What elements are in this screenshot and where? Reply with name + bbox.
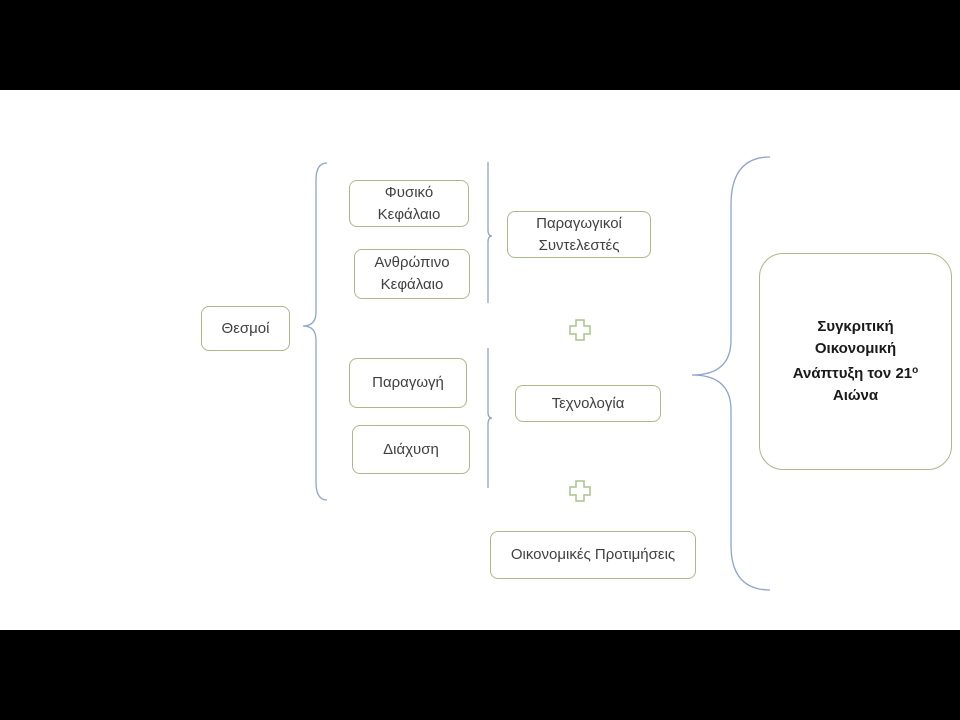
node-human-capital-label-2: Κεφάλαιο xyxy=(380,276,444,293)
slide: Θεσμοί Φυσικό Κεφάλαιο Ανθρώπινο Κεφάλαι… xyxy=(0,90,960,630)
node-factors-label-1: Παραγωγικοί xyxy=(536,214,622,232)
node-human-capital: Ανθρώπινο Κεφάλαιο xyxy=(354,249,470,299)
node-diffusion: Διάχυση xyxy=(352,425,470,474)
brace-left xyxy=(302,162,328,501)
node-human-capital-label-1: Ανθρώπινο xyxy=(374,254,450,271)
node-production: Παραγωγή xyxy=(349,358,467,408)
node-result-label-3: Ανάπτυξη τον 21ο xyxy=(792,365,919,382)
node-technology: Τεχνολογία xyxy=(515,385,661,422)
node-factors-label-2: Συντελεστές xyxy=(538,236,620,254)
node-technology-label: Τεχνολογία xyxy=(551,394,625,412)
brace-capital xyxy=(487,162,493,303)
node-physical-capital: Φυσικό Κεφάλαιο xyxy=(349,180,469,227)
brace-technology xyxy=(487,348,493,488)
plus-icon xyxy=(569,480,591,502)
node-economic-preferences-label: Οικονομικές Προτιμήσεις xyxy=(510,546,676,563)
node-result-superscript: ο xyxy=(912,365,919,376)
node-result: Συγκριτική Οικονομική Ανάπτυξη τον 21ο Α… xyxy=(759,253,952,470)
node-institutions-label: Θεσμοί xyxy=(221,319,270,337)
node-factors-of-production: Παραγωγικοί Συντελεστές xyxy=(507,211,651,258)
brace-big xyxy=(691,156,771,591)
diagram-connectors xyxy=(302,156,771,591)
node-production-label: Παραγωγή xyxy=(372,374,444,391)
plus-icon xyxy=(569,319,591,341)
node-result-label-2: Οικονομική xyxy=(814,340,897,357)
node-physical-capital-label-2: Κεφάλαιο xyxy=(377,205,441,223)
node-economic-preferences: Οικονομικές Προτιμήσεις xyxy=(490,531,696,579)
node-diffusion-label: Διάχυση xyxy=(383,440,439,458)
node-result-label-1: Συγκριτική xyxy=(817,318,894,335)
node-result-label-4: Αιώνα xyxy=(832,387,879,404)
node-institutions: Θεσμοί xyxy=(201,306,290,351)
node-physical-capital-label-1: Φυσικό xyxy=(384,183,434,201)
